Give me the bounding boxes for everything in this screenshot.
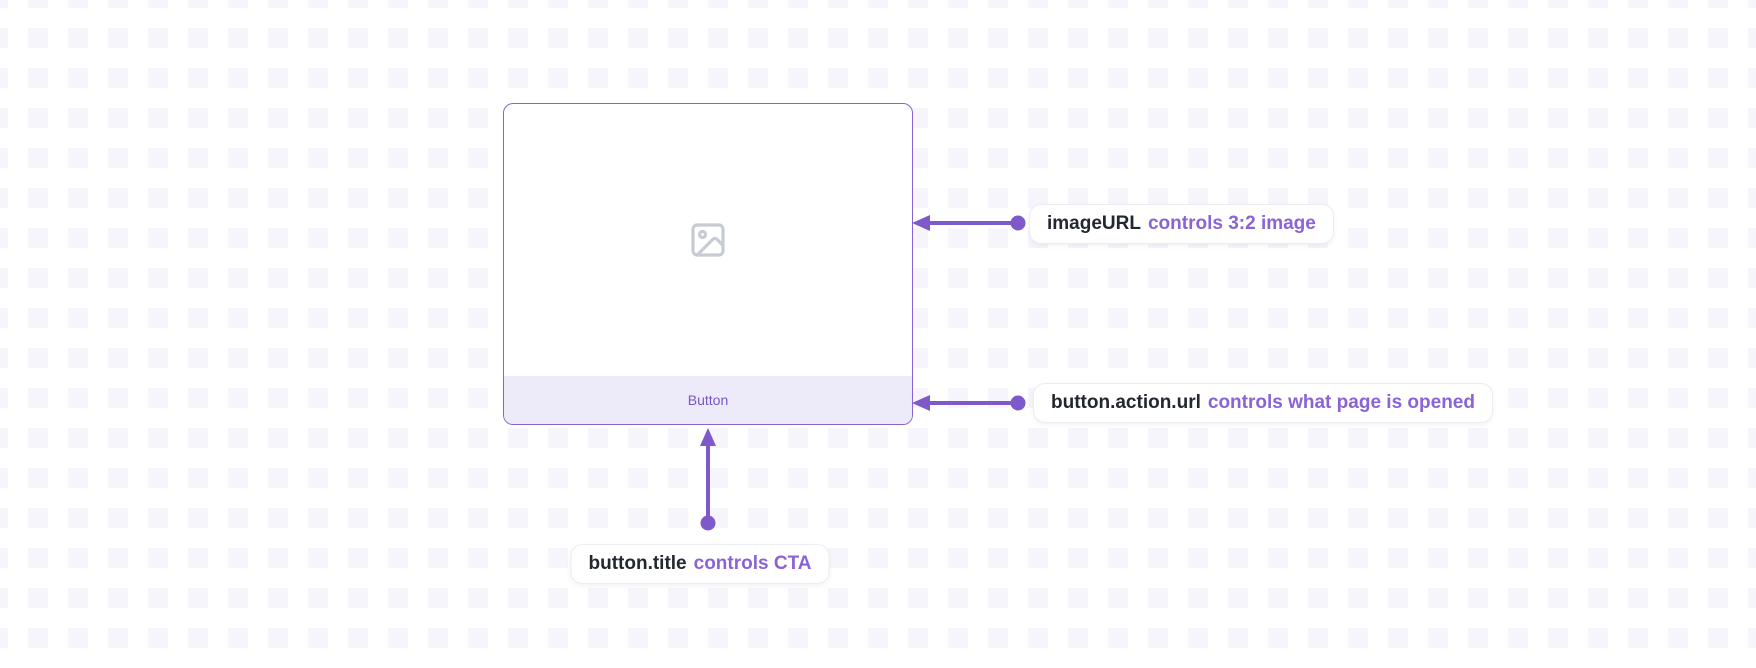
annotation-description: controls what page is opened bbox=[1207, 392, 1475, 413]
annotation-description: controls CTA bbox=[693, 553, 812, 574]
annotation-field: imageURL bbox=[1047, 213, 1141, 234]
card-button[interactable]: Button bbox=[504, 376, 912, 424]
annotation-image-url: imageURL controls 3:2 image bbox=[1029, 204, 1334, 244]
arrow-button-title bbox=[700, 428, 716, 531]
card-component-preview: Button bbox=[503, 103, 913, 425]
annotation-field: button.action.url bbox=[1051, 392, 1201, 413]
arrow-image-url bbox=[912, 215, 1026, 231]
arrow-button-action-url bbox=[912, 395, 1026, 411]
annotation-button-title: button.title controls CTA bbox=[570, 544, 830, 584]
annotation-description: controls 3:2 image bbox=[1147, 213, 1316, 234]
card-image-area bbox=[504, 104, 912, 376]
image-placeholder-icon bbox=[691, 223, 725, 257]
annotation-field: button.title bbox=[588, 553, 687, 574]
annotation-button-action-url: button.action.url controls what page is … bbox=[1033, 383, 1493, 423]
